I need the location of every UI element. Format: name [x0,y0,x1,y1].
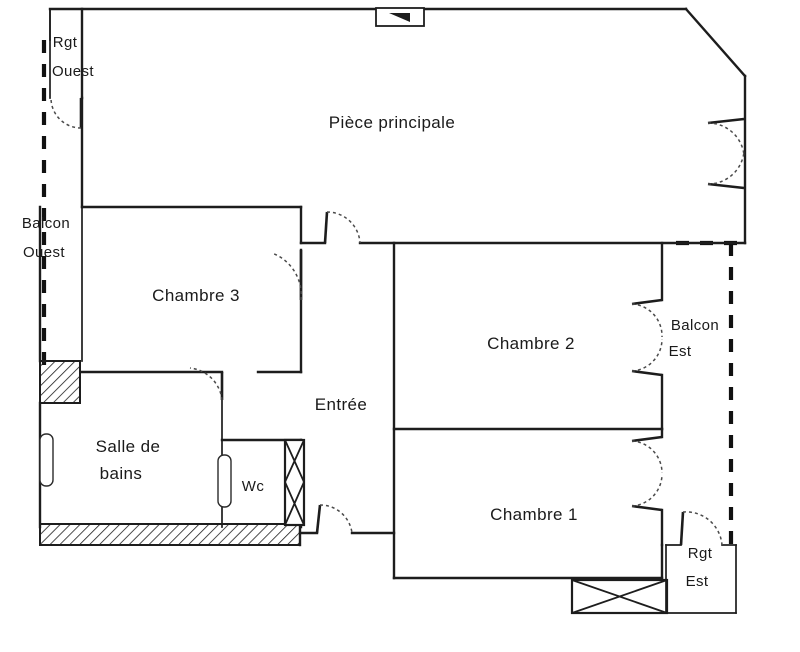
door-balcon-est-upper [631,298,663,338]
label-wc: Wc [242,478,265,495]
window-sash-glyph [389,13,410,22]
wc-sliding-panel [283,438,306,527]
label-balcon-est-line2: Est [669,343,692,360]
wc-fixture [217,454,232,508]
door-salle-de-bains [189,367,224,401]
room-labels: Pièce principale Chambre 3 Chambre 2 Cha… [96,113,578,524]
hatched-wall-south [39,523,301,546]
label-chambre-3: Chambre 3 [152,286,240,305]
label-rgt-est-line1: Rgt [688,545,713,562]
interior-walls [38,96,747,592]
door-piece-principale-east-lower [707,151,745,190]
door-rgt-ouest [50,97,83,129]
rgt-est-structure [665,544,737,614]
bathtub-fixture [39,433,54,487]
label-balcon-ouest-line1: Balcon [22,215,70,232]
hatched-wall-blocks [39,360,301,546]
label-piece-principale: Pièce principale [329,113,455,132]
door-chambre3 [271,250,303,301]
door-entree-to-piece [323,211,361,244]
door-chambre1-east-upper [631,435,663,474]
door-chambre1-east-lower [631,474,663,512]
label-balcon-ouest-line2: Ouest [23,244,65,261]
doors [50,97,745,546]
hatched-wall-west [39,360,81,404]
plumbing-fixtures [39,433,232,508]
label-salle-de-bains-line2: bains [100,464,143,483]
door-piece-principale-east-upper [707,117,745,156]
door-balcon-est-lower [631,338,663,377]
label-entree: Entrée [315,395,368,414]
rgt-ouest-structure [49,7,84,100]
label-chambre-1: Chambre 1 [490,505,578,524]
wall-northeast-angled [684,7,747,78]
door-entree-south [315,504,353,534]
label-rgt-est-line2: Est [686,573,709,590]
label-rgt-ouest-line1: Rgt [53,34,78,51]
cross-elements [283,438,669,615]
window-symbol [375,7,425,27]
door-rgt-est [679,511,723,546]
label-chambre-2: Chambre 2 [487,334,575,353]
label-rgt-ouest-line2: Ouest [52,63,94,80]
balcony-south-grate [570,578,669,615]
label-balcon-est-line1: Balcon [671,317,719,334]
annotation-labels: Rgt Ouest Balcon Ouest Balcon Est Rgt Es… [22,34,719,590]
label-salle-de-bains-line1: Salle de [96,437,161,456]
